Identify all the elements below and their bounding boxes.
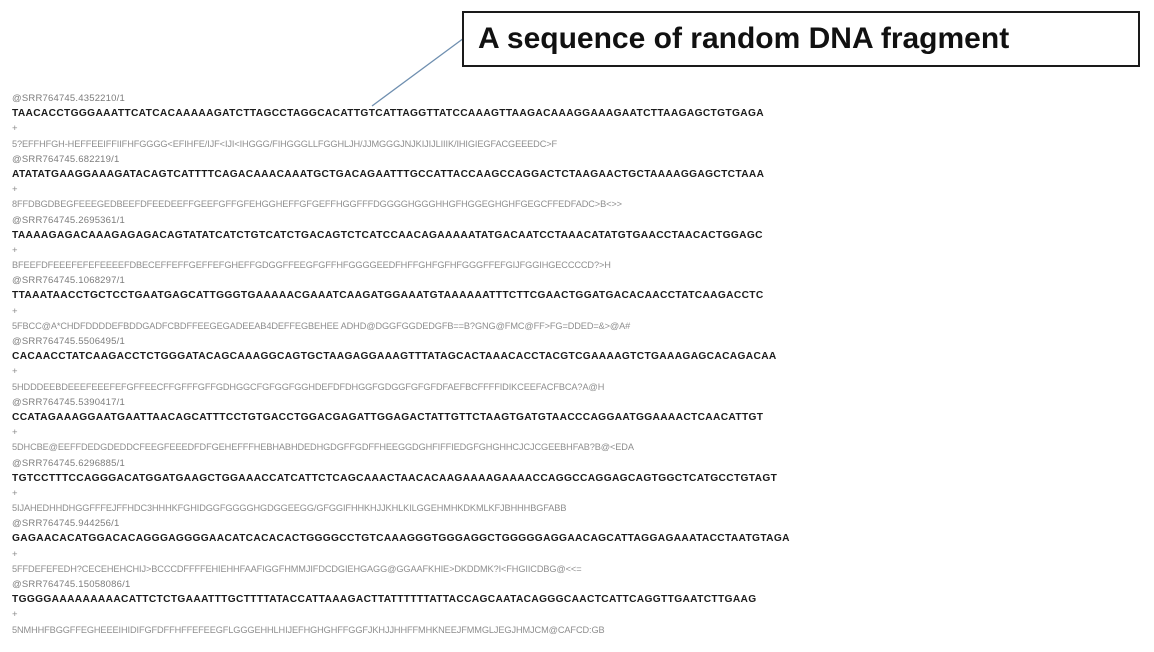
read-separator: + bbox=[12, 609, 18, 621]
read-header: @SRR764745.5506495/1 bbox=[12, 336, 125, 347]
read-quality: 5IJAHEDHHDHGGFFFEJFFHDC3HHHKFGHIDGGFGGGG… bbox=[12, 503, 567, 514]
read-sequence: TAAAAGAGACAAAGAGAGACAGTATATCATCTGTCATCTG… bbox=[12, 229, 763, 241]
read-sequence: ATATATGAAGGAAAGATACAGTCATTTTCAGACAAACAAA… bbox=[12, 168, 765, 180]
read-separator: + bbox=[12, 123, 18, 135]
read-sequence: TGGGGAAAAAAAAACATTCTCTGAAATTTGCTTTTATACC… bbox=[12, 594, 757, 606]
fastq-record: @SRR764745.5390417/1 CCATAGAAAGGAATGAATT… bbox=[12, 395, 1132, 456]
read-header: @SRR764745.4352210/1 bbox=[12, 93, 125, 104]
read-separator: + bbox=[12, 548, 18, 560]
read-separator: + bbox=[12, 244, 18, 256]
read-header: @SRR764745.682219/1 bbox=[12, 153, 120, 165]
fastq-record: @SRR764745.4352210/1 TAACACCTGGGAAATTCAT… bbox=[12, 91, 1132, 152]
fastq-record: @SRR764745.5506495/1 CACAACCTATCAAGACCTC… bbox=[12, 334, 1132, 395]
read-quality: 8FFDBGDBEGFEEEGEDBEEFDFEEDEEFFGEEFGFFGFE… bbox=[12, 199, 622, 210]
read-sequence: TTAAATAACCTGCTCCTGAATGAGCATTGGGTGAAAAACG… bbox=[12, 290, 764, 302]
read-quality: 5HDDDEEBDEEEFEEEFEFGFFEECFFGFFFGFFGDHGGC… bbox=[12, 381, 605, 392]
read-sequence: TAACACCTGGGAAATTCATCACAAAAAGATCTTAGCCTAG… bbox=[12, 108, 764, 120]
callout-label: A sequence of random DNA fragment bbox=[478, 22, 1010, 55]
read-header: @SRR764745.6296885/1 bbox=[12, 457, 125, 469]
read-separator: + bbox=[12, 184, 18, 196]
fastq-record: @SRR764745.2695361/1 TAAAAGAGACAAAGAGAGA… bbox=[12, 213, 1132, 274]
read-header: @SRR764745.5390417/1 bbox=[12, 396, 125, 408]
fastq-record: @SRR764745.682219/1 ATATATGAAGGAAAGATACA… bbox=[12, 152, 1132, 213]
read-quality: 5FBCC@A*CHDFDDDDEFBDDGADFCBDFFEEGEGADEEA… bbox=[12, 320, 631, 331]
read-header: @SRR764745.2695361/1 bbox=[12, 214, 125, 226]
fastq-record: @SRR764745.6296885/1 TGTCCTTTCCAGGGACATG… bbox=[12, 456, 1132, 517]
read-sequence: TGTCCTTTCCAGGGACATGGATGAAGCTGGAAACCATCAT… bbox=[12, 472, 778, 484]
fastq-record: @SRR764745.944256/1 GAGAACACATGGACACAGGG… bbox=[12, 516, 1132, 577]
read-header: @SRR764745.944256/1 bbox=[12, 518, 120, 530]
fastq-record: @SRR764745.15058086/1 TGGGGAAAAAAAAACATT… bbox=[12, 577, 1132, 638]
read-separator: + bbox=[12, 487, 18, 499]
read-sequence: CACAACCTATCAAGACCTCTGGGATACAGCAAAGGCAGTG… bbox=[12, 351, 777, 363]
read-separator: + bbox=[12, 427, 18, 439]
read-quality: 5NMHHFBGGFFEGHEEEIHIDIFGFDFFHFFEFEEGFLGG… bbox=[12, 624, 605, 635]
read-quality: 5DHCBE@EEFFDEDGDEDDCFEEGFEEEDFDFGEHEFFFH… bbox=[12, 442, 634, 453]
read-sequence: GAGAACACATGGACACAGGGAGGGGAACATCACACACTGG… bbox=[12, 533, 790, 545]
fastq-record: @SRR764745.1068297/1 TTAAATAACCTGCTCCTGA… bbox=[12, 273, 1132, 334]
read-header: @SRR764745.15058086/1 bbox=[12, 579, 131, 590]
read-separator: + bbox=[12, 366, 18, 378]
read-sequence: CCATAGAAAGGAATGAATTAACAGCATTTCCTGTGACCTG… bbox=[12, 411, 764, 423]
read-quality: BFEEFDFEEEFEFEFEEEEFDBECEFFEFFGEFFEFGHEF… bbox=[12, 260, 611, 271]
fastq-records: @SRR764745.4352210/1 TAACACCTGGGAAATTCAT… bbox=[12, 91, 1132, 638]
callout-box: A sequence of random DNA fragment bbox=[462, 11, 1140, 67]
read-quality: 5?EFFHFGH-HEFFEEIFFIIFHFGGGG<EFIHFE/IJF<… bbox=[12, 138, 557, 149]
read-separator: + bbox=[12, 305, 18, 317]
read-header: @SRR764745.1068297/1 bbox=[12, 275, 125, 287]
read-quality: 5FFDEFEFEDH?CECEHEHCHIJ>BCCCDFFFFEHIEHHF… bbox=[12, 563, 582, 574]
